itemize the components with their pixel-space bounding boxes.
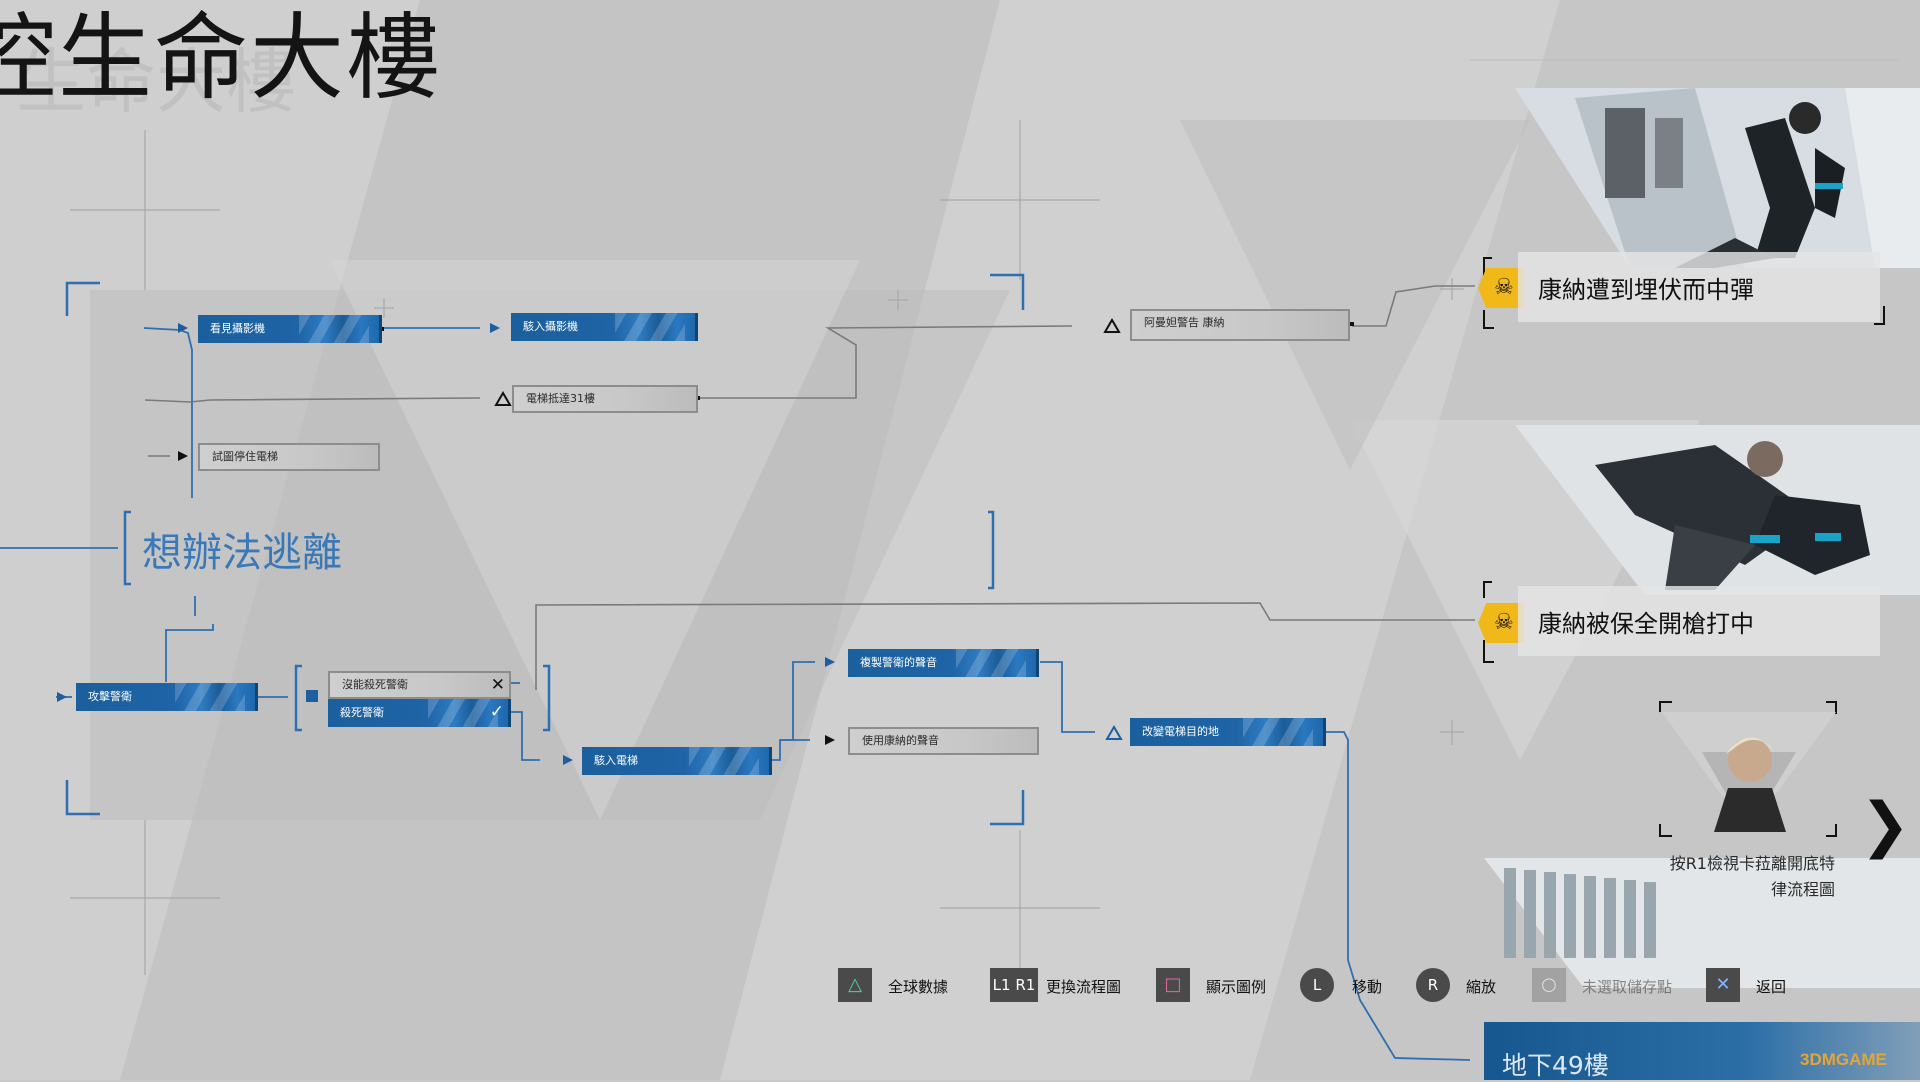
node-label: 看見攝影機 [210, 322, 265, 335]
node-copy-guard-voice[interactable]: 複製警衛的聲音 [848, 649, 1039, 677]
ending-scene-ambush-image [1515, 88, 1920, 268]
hint-line-2: 律流程圖 [1770, 880, 1835, 899]
next-chapter-scene-image [1484, 858, 1920, 988]
control-label: 更換流程圖 [1046, 978, 1122, 996]
node-hack-elevator[interactable]: 駭入電梯 [582, 747, 772, 775]
right-stick-icon: R [1416, 968, 1450, 1002]
page-title-lead: 控 [0, 4, 59, 113]
node-label: 殺死警衛 [340, 706, 384, 719]
section-label: 想辦法逃離 [142, 530, 342, 576]
ending-label: 康納遭到埋伏而中彈 [1538, 276, 1754, 304]
page-title: 控生命大樓 [0, 4, 442, 114]
next-chapter-hint: 按R1檢視卡菈離開底特 律流程圖 [1670, 851, 1835, 903]
node-label: 複製警衛的聲音 [860, 656, 937, 669]
left-stick-icon: L [1300, 968, 1334, 1002]
page-title-text: 生命大樓 [58, 4, 443, 113]
cross-icon: ✕ [490, 675, 505, 695]
node-label: 駭入電梯 [594, 754, 638, 767]
circle-button-icon: ○ [1532, 968, 1566, 1002]
node-label: 改變電梯目的地 [1142, 725, 1219, 738]
triangle-button-icon: △ [838, 968, 872, 1002]
control-label: 縮放 [1466, 978, 1497, 996]
node-label: 試圖停住電梯 [212, 450, 278, 463]
floor-label: 地下49樓 [1502, 1051, 1609, 1080]
chevron-right-icon[interactable]: ❯ [1860, 790, 1911, 860]
control-label: 全球數據 [888, 978, 949, 996]
node-label: 沒能殺死警衛 [342, 678, 408, 691]
control-label: 未選取儲存點 [1582, 978, 1673, 996]
ending-card-ambush[interactable]: 康納遭到埋伏而中彈 [1518, 252, 1880, 322]
node-try-stop-elevator[interactable]: 試圖停住電梯 [198, 443, 380, 471]
control-label: 返回 [1756, 978, 1787, 996]
node-use-connor-voice[interactable]: 使用康納的聲音 [848, 727, 1039, 755]
node-change-destination[interactable]: 改變電梯目的地 [1130, 718, 1326, 746]
node-label: 阿曼妲警告 康納 [1144, 316, 1225, 329]
node-label: 攻擊警衛 [88, 690, 132, 703]
square-button-icon: □ [1156, 968, 1190, 1002]
l1-r1-button-icon: L1 R1 [990, 968, 1038, 1002]
ending-card-shot[interactable]: 康納被保全開槍打中 [1518, 586, 1880, 656]
node-label: 電梯抵達31樓 [526, 392, 595, 405]
hint-line-1: 按R1檢視卡菈離開底特 [1669, 854, 1835, 873]
node-kill-guard[interactable]: 殺死警衛 ✓ [328, 699, 511, 727]
floor-indicator: 地下49樓 [1484, 1022, 1920, 1080]
skull-icon: ☠ [1478, 603, 1524, 643]
node-attack-guard[interactable]: 攻擊警衛 [76, 683, 258, 711]
ending-label: 康納被保全開槍打中 [1538, 610, 1754, 638]
node-not-kill-guard[interactable]: 沒能殺死警衛 ✕ [328, 671, 511, 699]
skull-icon: ☠ [1478, 268, 1524, 308]
check-icon: ✓ [489, 702, 504, 722]
control-label: 顯示圖例 [1206, 978, 1267, 996]
ending-scene-shot-image [1515, 425, 1920, 595]
node-elevator-31[interactable]: 電梯抵達31樓 [512, 385, 698, 413]
next-chapter-character-image [1662, 712, 1836, 832]
page-title-echo: 生命大樓 [16, 41, 296, 123]
cross-button-icon: ✕ [1706, 968, 1740, 1002]
node-see-camera[interactable]: 看見攝影機 [198, 315, 382, 343]
node-amanda-warn[interactable]: 阿曼妲警告 康納 [1130, 309, 1350, 341]
node-label: 駭入攝影機 [523, 320, 578, 333]
control-label: 移動 [1352, 978, 1383, 996]
node-label: 使用康納的聲音 [862, 734, 939, 747]
watermark-logo: 3DMGAME [1800, 1050, 1887, 1069]
node-hack-camera[interactable]: 駭入攝影機 [511, 313, 698, 341]
